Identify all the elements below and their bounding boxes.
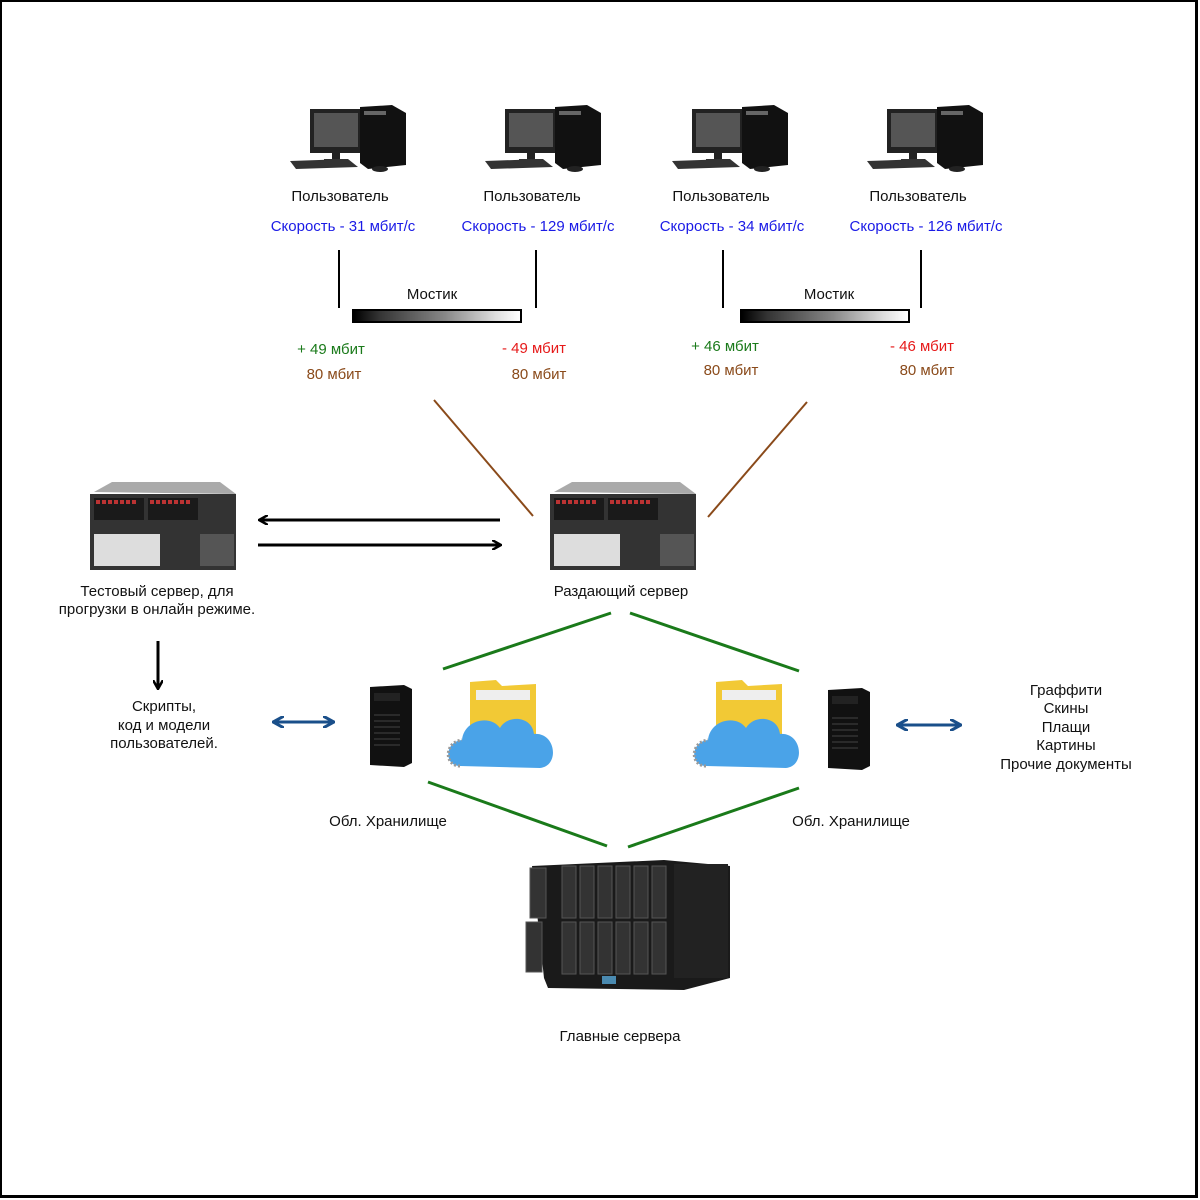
bridge-plus: + 49 мбит [297,341,365,358]
user-speed: Скорость - 31 мбит/с [270,218,416,235]
scripts-note-2: код и модели [117,717,211,734]
bridge-gradient-bar [740,309,910,323]
tower-server-icon [828,688,870,770]
bridge-minus: - 46 мбит [890,338,954,355]
cloud-folder-icon [446,680,553,768]
bridge-total: 80 мбит [703,362,759,379]
user-computer-icon [672,105,788,172]
distribution-server-label: Раздающий сервер [553,583,689,600]
link-storage-left-main [427,780,608,848]
content-item: Картины [1036,737,1096,754]
uplink-left [433,399,534,517]
user-computer-icon [485,105,601,172]
content-item: Скины [1043,700,1089,717]
user-speed: Скорость - 34 мбит/с [659,218,805,235]
test-server-label-1: Тестовый сервер, для [80,583,234,600]
user-computer-icon [290,105,406,172]
bridge-plus: + 46 мбит [691,338,759,355]
bridge-total: 80 мбит [511,366,567,383]
distribution-server-icon [550,482,696,570]
cloud-folder-icon [692,680,799,768]
content-item: Плащи [1041,719,1091,736]
user-label: Пользователь [483,188,581,205]
link-storage-right-main [627,786,800,849]
scripts-note-3: пользователей. [110,735,218,752]
main-servers-label: Главные сервера [559,1028,681,1045]
storage-left-label: Обл. Хранилище [329,813,447,830]
user-label: Пользователь [869,188,967,205]
scripts-note-1: Скрипты, [131,698,197,715]
main-servers-icon [525,860,730,990]
user-computer-icon [867,105,983,172]
user-label: Пользователь [291,188,389,205]
user-speed: Скорость - 129 мбит/с [461,218,615,235]
tower-server-icon [370,685,412,767]
storage-right-label: Обл. Хранилище [792,813,910,830]
uplink-right [707,401,808,518]
content-item: Прочие документы [1000,756,1132,773]
user-speed: Скорость - 126 мбит/с [849,218,1003,235]
bridge-gradient-bar [352,309,522,323]
user-label: Пользователь [672,188,770,205]
content-item: Граффити [1029,682,1103,699]
bridge-total: 80 мбит [899,362,955,379]
link-dist-storage-left [442,611,612,671]
bridge-label: Мостик [406,286,458,303]
bridge-total: 80 мбит [306,366,362,383]
test-server-label-2: прогрузки в онлайн режиме. [58,601,256,618]
bridge-minus: - 49 мбит [502,340,566,357]
bridge-label: Мостик [803,286,855,303]
test-server-icon [90,482,236,570]
link-dist-storage-right [629,611,800,673]
